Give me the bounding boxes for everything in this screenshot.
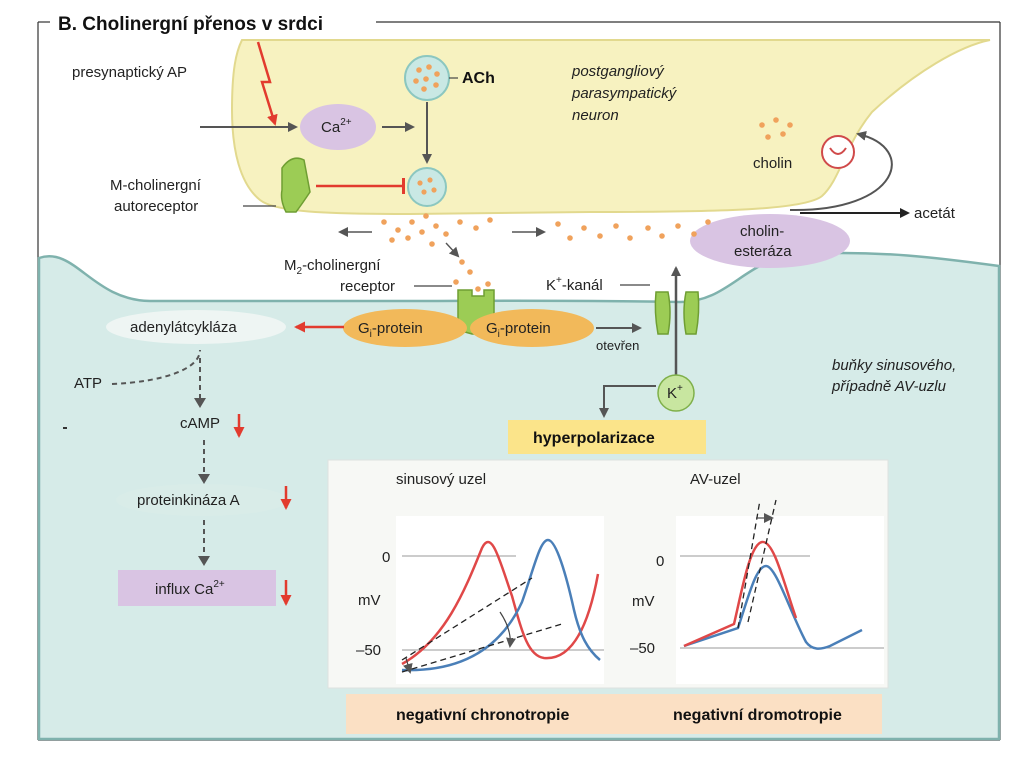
- label-neg-chrono: negativní chronotropie: [396, 707, 569, 724]
- sinus-tick-50: –50: [356, 642, 381, 659]
- figure-title: B. Cholinergní přenos v srdci: [58, 14, 323, 35]
- ca-bubble: [300, 104, 376, 150]
- label-ca: Ca2+: [321, 117, 352, 136]
- autoreceptor-shape: [280, 157, 311, 213]
- label-k-kanal: K+-kanál: [546, 275, 603, 294]
- av-curve-ach: [683, 564, 863, 650]
- ach-dots: [413, 64, 440, 92]
- sinus-curve-ach: [401, 538, 601, 672]
- k-ion: [657, 374, 695, 412]
- transporter-gate: [829, 147, 847, 155]
- label-gi-left: Gi-protein: [358, 320, 423, 340]
- sinus-mv-label: mV: [358, 592, 381, 609]
- label-gi-right: Gi-protein: [486, 320, 551, 340]
- cholin-transporter-icon: [821, 135, 855, 169]
- sinus-tick-0: 0: [382, 549, 390, 566]
- label-neuron-2: parasympatický: [571, 85, 678, 102]
- label-autoreceptor-1: M-cholinergní: [110, 177, 202, 194]
- cholin-dots: [759, 117, 793, 140]
- label-oteviren: otevřen: [596, 338, 639, 353]
- label-acetat: acetát: [914, 205, 956, 222]
- label-neuron-1: postgangliový: [571, 63, 665, 80]
- arrowhead-influx: [198, 556, 210, 566]
- docking-vesicle-dots: [417, 177, 437, 195]
- cholin-reuptake-arrow: [789, 130, 893, 212]
- label-esteraza-2: esteráza: [734, 243, 792, 260]
- label-hyperpolarizace: hyperpolarizace: [533, 430, 655, 447]
- label-k-ion: K+: [667, 383, 683, 402]
- cyclase-to-camp-arrow: [111, 349, 201, 400]
- lightning-bolt-icon: [256, 41, 278, 126]
- gi-protein-left: [343, 309, 467, 347]
- receptor-bound-dots: [475, 281, 491, 292]
- stray-mark: [63, 427, 67, 429]
- arrowhead-camp: [194, 398, 206, 408]
- label-cholin: cholin: [753, 155, 792, 172]
- sinus-slope-blue: [401, 623, 563, 673]
- av-curve-control: [683, 540, 798, 648]
- label-autoreceptor-2: autoreceptor: [114, 198, 198, 215]
- label-av-title: AV-uzel: [690, 471, 741, 488]
- docking-vesicle: [407, 167, 447, 207]
- arrowhead-pka: [198, 474, 210, 484]
- label-neg-dromo: negativní dromotropie: [673, 707, 842, 724]
- pka-ellipse: [116, 484, 288, 516]
- sinus-slope-change-arrow: [499, 611, 516, 648]
- label-sinus-title: sinusový uzel: [396, 471, 486, 488]
- cholinesterase-ellipse: [690, 214, 850, 268]
- av-tick-0: 0: [656, 553, 664, 570]
- gi-protein-right: [470, 309, 594, 347]
- av-graph-area: [676, 516, 884, 684]
- label-neuron-3: neuron: [572, 107, 619, 124]
- label-m2-1: M2-cholinergní: [284, 257, 381, 277]
- label-cells-1: buňky sinusového,: [832, 357, 956, 374]
- sinus-start-arrow: [402, 657, 413, 674]
- label-pka: proteinkináza A: [137, 492, 240, 509]
- k-channel-right: [683, 291, 700, 335]
- sinus-curve-control: [401, 540, 600, 666]
- sinus-graph-area: [396, 516, 604, 684]
- av-mv-label: mV: [632, 593, 655, 610]
- outcome-band: [346, 694, 882, 734]
- sinus-slope-red: [401, 577, 533, 661]
- k-channel-left: [654, 291, 671, 335]
- to-hyperpolarization-arrow: [599, 385, 656, 418]
- label-adenylatcyklaza: adenylátcykláza: [130, 319, 237, 336]
- label-m2-2: receptor: [340, 278, 395, 295]
- label-cells-2: případně AV-uzlu: [831, 378, 947, 395]
- cleft-ach-dots: [381, 213, 711, 285]
- label-presynaptic-ap: presynaptický AP: [72, 64, 187, 81]
- adenylate-cyclase-ellipse: [106, 310, 286, 344]
- influx-box: [118, 570, 276, 606]
- label-influx: influx Ca2+: [155, 579, 225, 598]
- label-camp: cAMP: [180, 415, 220, 432]
- label-ach: ACh: [462, 70, 495, 87]
- label-atp: ATP: [74, 375, 102, 392]
- hyperpolarization-box: [508, 420, 706, 454]
- av-slope-red: [737, 499, 761, 629]
- diffusion-arrow-down: [445, 242, 460, 258]
- label-esteraza-1: cholin-: [740, 223, 784, 240]
- av-tick-50: –50: [630, 640, 655, 657]
